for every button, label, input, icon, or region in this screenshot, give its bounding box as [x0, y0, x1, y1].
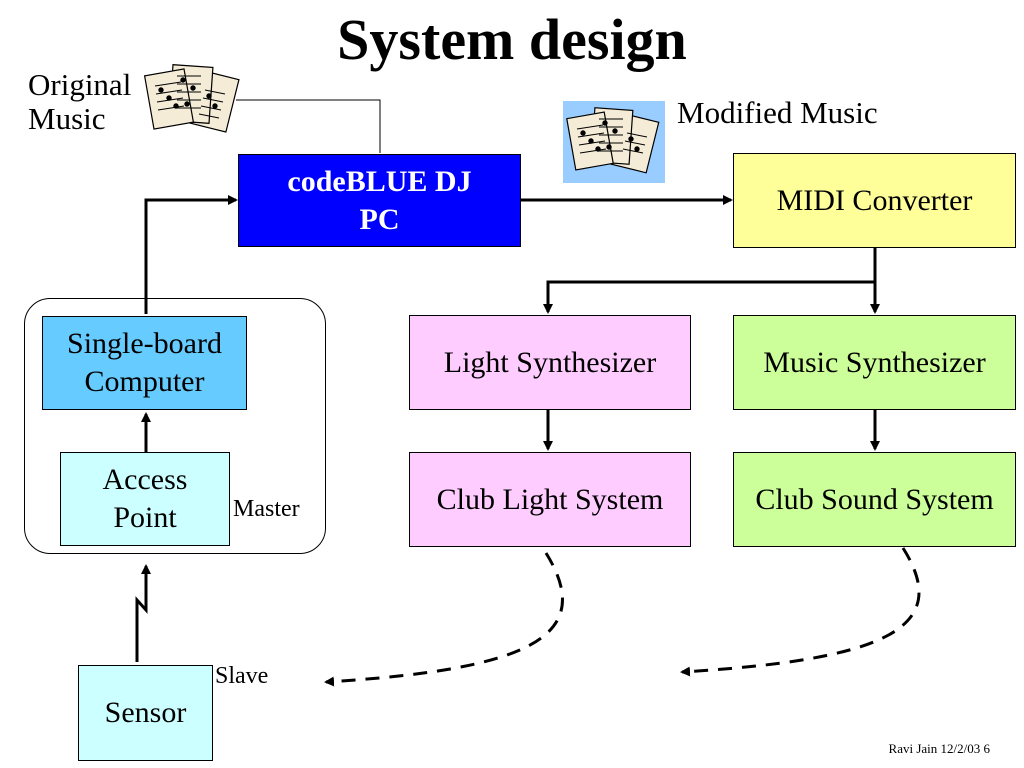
sheet-music-icon — [143, 64, 240, 133]
master-label: Master — [233, 496, 300, 522]
light-synthesizer-box: Light Synthesizer — [409, 315, 691, 410]
sensor-to-ap-arrow — [135, 564, 151, 662]
dj-label-line1: codeBLUE DJ — [287, 164, 472, 198]
midi-converter-box: MIDI Converter — [733, 153, 1016, 248]
sbc-label-line2: Computer — [84, 365, 205, 398]
sbc-to-dj-arrow — [144, 195, 238, 314]
sensor-box: Sensor — [78, 665, 213, 761]
dj-label-line2: PC — [359, 202, 400, 236]
club-sound-dashed-arrow — [680, 547, 921, 677]
slave-label: Slave — [215, 663, 269, 689]
single-board-computer-box: Single-board Computer — [42, 316, 247, 410]
original-music-link — [236, 99, 381, 153]
codeblue-dj-pc-box: codeBLUE DJ PC — [238, 154, 521, 247]
original-music-label: Original Music — [28, 67, 132, 136]
page-title: System design — [337, 7, 687, 72]
modified-music-label: Modified Music — [677, 95, 878, 130]
midi-to-light-arrow — [543, 280, 875, 314]
slide-footer: Ravi Jain 12/2/03 6 — [888, 741, 990, 756]
sheet-music-icon — [563, 101, 665, 183]
master-group — [24, 298, 326, 554]
sbc-label-line1: Single-board — [67, 327, 222, 360]
club-light-dashed-arrow — [324, 552, 564, 687]
music-synthesizer-box: Music Synthesizer — [733, 315, 1016, 410]
club-light-system-box: Club Light System — [409, 452, 691, 547]
club-sound-system-box: Club Sound System — [733, 452, 1016, 547]
ap-label-line2: Point — [113, 501, 177, 534]
access-point-box: Access Point — [60, 452, 230, 546]
ap-label-line1: Access — [102, 463, 188, 496]
